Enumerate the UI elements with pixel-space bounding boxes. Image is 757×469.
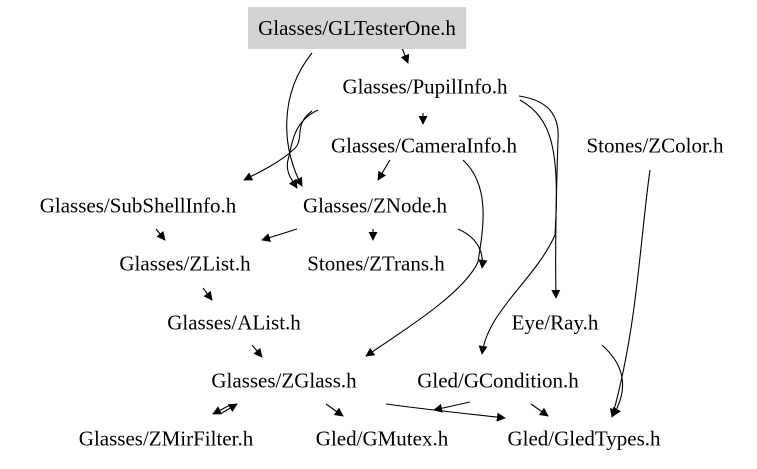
node-subshellinfo[interactable]: Glasses/SubShellInfo.h	[39, 193, 237, 218]
edge-zglass-to-gmutex	[325, 403, 344, 417]
edge-camerainfo-to-zglass	[365, 159, 484, 357]
edge-znode-to-zlist	[261, 228, 298, 242]
edge-zglass-to-zmirfilter	[212, 404, 231, 415]
edge-pupilinfo-to-eyeray	[518, 95, 561, 299]
node-camerainfo[interactable]: Glasses/CameraInfo.h	[330, 133, 518, 158]
edge-camerainfo-to-znode	[377, 159, 391, 181]
node-gltesterone[interactable]: Glasses/GLTesterOne.h	[248, 7, 466, 49]
edge-pupilinfo-to-subshellinfo	[243, 110, 313, 181]
edge-zcolor-to-gledtypes	[609, 169, 651, 418]
edge-subshellinfo-to-zlist	[155, 228, 166, 241]
node-zglass[interactable]: Glasses/ZGlass.h	[211, 368, 357, 393]
edge-pupilinfo-to-gcondition	[478, 99, 557, 355]
node-znode[interactable]: Glasses/ZNode.h	[302, 193, 448, 218]
node-ztrans[interactable]: Stones/ZTrans.h	[307, 251, 445, 276]
node-zlist[interactable]: Glasses/ZList.h	[119, 251, 251, 276]
node-gmutex[interactable]: Gled/GMutex.h	[315, 426, 449, 451]
edge-znode-to-zglass	[457, 228, 488, 269]
edge-eyeray-to-gledtypes	[601, 344, 624, 417]
edge-pupilinfo-to-znode	[286, 109, 319, 189]
edge-gcondition-to-gmutex	[433, 401, 471, 413]
node-pupilinfo[interactable]: Glasses/PupilInfo.h	[342, 74, 508, 99]
edge-zlist-to-alist	[202, 287, 213, 301]
node-zmirfilter[interactable]: Glasses/ZMirFilter.h	[78, 426, 254, 451]
node-gledtypes[interactable]: Gled/GledTypes.h	[507, 426, 661, 451]
edge-zmirfilter-to-zglass	[221, 403, 238, 414]
edge-gcondition-to-gledtypes	[530, 403, 549, 417]
edge-zglass-to-gledtypes	[385, 403, 506, 422]
node-eyeray[interactable]: Eye/Ray.h	[511, 310, 599, 335]
node-alist[interactable]: Glasses/AList.h	[167, 310, 301, 335]
node-zcolor[interactable]: Stones/ZColor.h	[586, 133, 724, 158]
edge-alist-to-zglass	[251, 344, 263, 358]
edge-gltesterone-to-znode	[286, 52, 313, 187]
node-gcondition[interactable]: Gled/GCondition.h	[417, 368, 579, 393]
